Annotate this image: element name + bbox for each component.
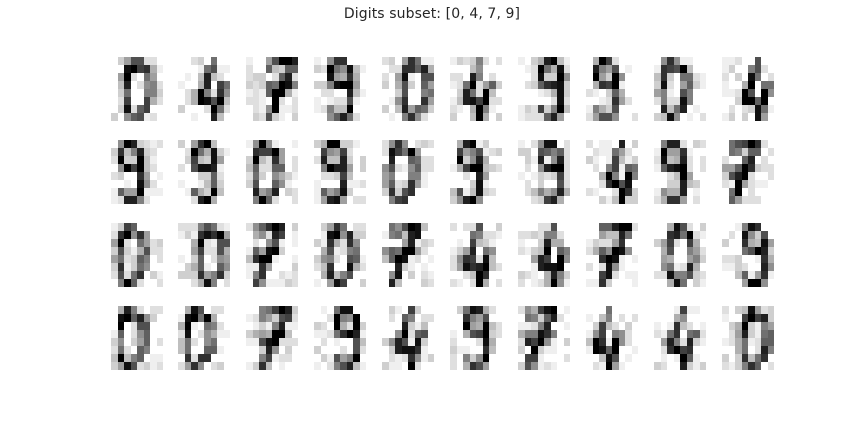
digit-image-0: [654, 223, 706, 287]
digit-image-0: [178, 223, 230, 287]
digit-image-7: [722, 140, 774, 204]
digit-image-4: [518, 223, 570, 287]
digit-image-0: [722, 306, 774, 370]
digit-image-4: [586, 306, 638, 370]
digit-image-7: [246, 306, 298, 370]
digit-image-0: [178, 306, 230, 370]
digit-image-0: [382, 140, 434, 204]
digit-image-7: [246, 223, 298, 287]
digit-image-9: [314, 57, 366, 121]
digit-image-4: [450, 223, 502, 287]
digit-image-0: [314, 223, 366, 287]
digit-image-4: [654, 306, 706, 370]
digit-image-0: [111, 57, 163, 121]
digit-image-9: [722, 223, 774, 287]
digit-image-9: [518, 57, 570, 121]
digit-image-0: [111, 223, 163, 287]
digit-image-4: [722, 57, 774, 121]
digit-image-9: [450, 306, 502, 370]
digit-image-9: [314, 140, 366, 204]
digit-image-7: [246, 57, 298, 121]
digit-image-0: [654, 57, 706, 121]
digit-image-9: [586, 57, 638, 121]
digit-image-0: [246, 140, 298, 204]
digit-image-4: [450, 57, 502, 121]
digit-image-9: [518, 140, 570, 204]
digit-image-0: [111, 306, 163, 370]
digit-image-9: [450, 140, 502, 204]
digit-image-4: [586, 140, 638, 204]
digit-image-9: [654, 140, 706, 204]
digit-image-7: [382, 223, 434, 287]
digit-image-7: [586, 223, 638, 287]
digit-image-9: [178, 140, 230, 204]
digit-image-4: [382, 306, 434, 370]
digit-image-9: [314, 306, 366, 370]
digit-image-9: [111, 140, 163, 204]
digit-image-4: [178, 57, 230, 121]
digit-image-0: [382, 57, 434, 121]
figure-title: Digits subset: [0, 4, 7, 9]: [343, 6, 521, 22]
digit-image-7: [518, 306, 570, 370]
